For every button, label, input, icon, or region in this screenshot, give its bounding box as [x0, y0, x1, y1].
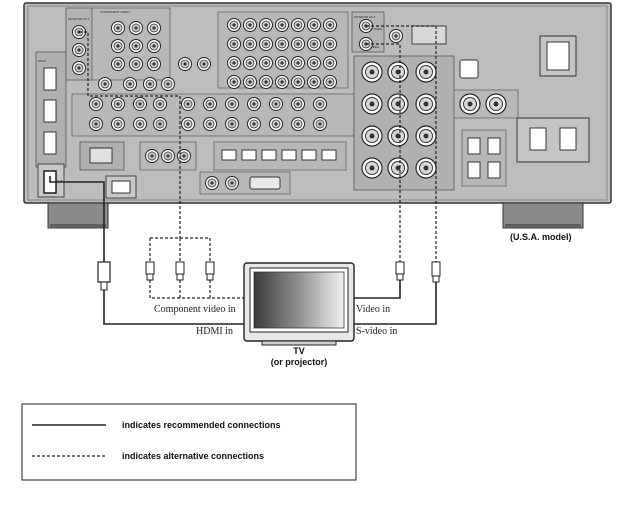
tv-title: TV [293, 346, 305, 356]
hdmi-cable [49, 176, 246, 325]
label-component-video: COMPONENT VIDEO [100, 10, 130, 14]
tv-illustration [243, 262, 355, 346]
label-s-video-in: S-video in [356, 326, 397, 337]
label-video: VIDEO [370, 45, 380, 49]
video-cable [352, 43, 405, 299]
legend-dashed-label: indicates alternative connections [122, 451, 264, 461]
label-hdmi-out: OUT [56, 179, 63, 183]
legend-solid-label: indicates recommended connections [122, 420, 281, 430]
tv-subtitle: (or projector) [271, 357, 328, 367]
label-s-video: S VIDEO [370, 27, 383, 31]
label-component-video-in: Component video in [154, 304, 236, 315]
label-hdmi: HDMI [38, 59, 46, 63]
s-video-cable [352, 25, 441, 325]
model-note: (U.S.A. model) [510, 232, 572, 242]
label-video-in: Video in [356, 304, 390, 315]
label-hdmi-in: HDMI in [196, 326, 233, 337]
label-monitor-out-right: MONITOR OUT [354, 15, 375, 19]
legend-box [21, 403, 357, 481]
label-monitor-out-left: MONITOR OUT [68, 17, 89, 21]
receiver-rear-panel [23, 2, 612, 229]
component-video-cable [79, 31, 246, 299]
